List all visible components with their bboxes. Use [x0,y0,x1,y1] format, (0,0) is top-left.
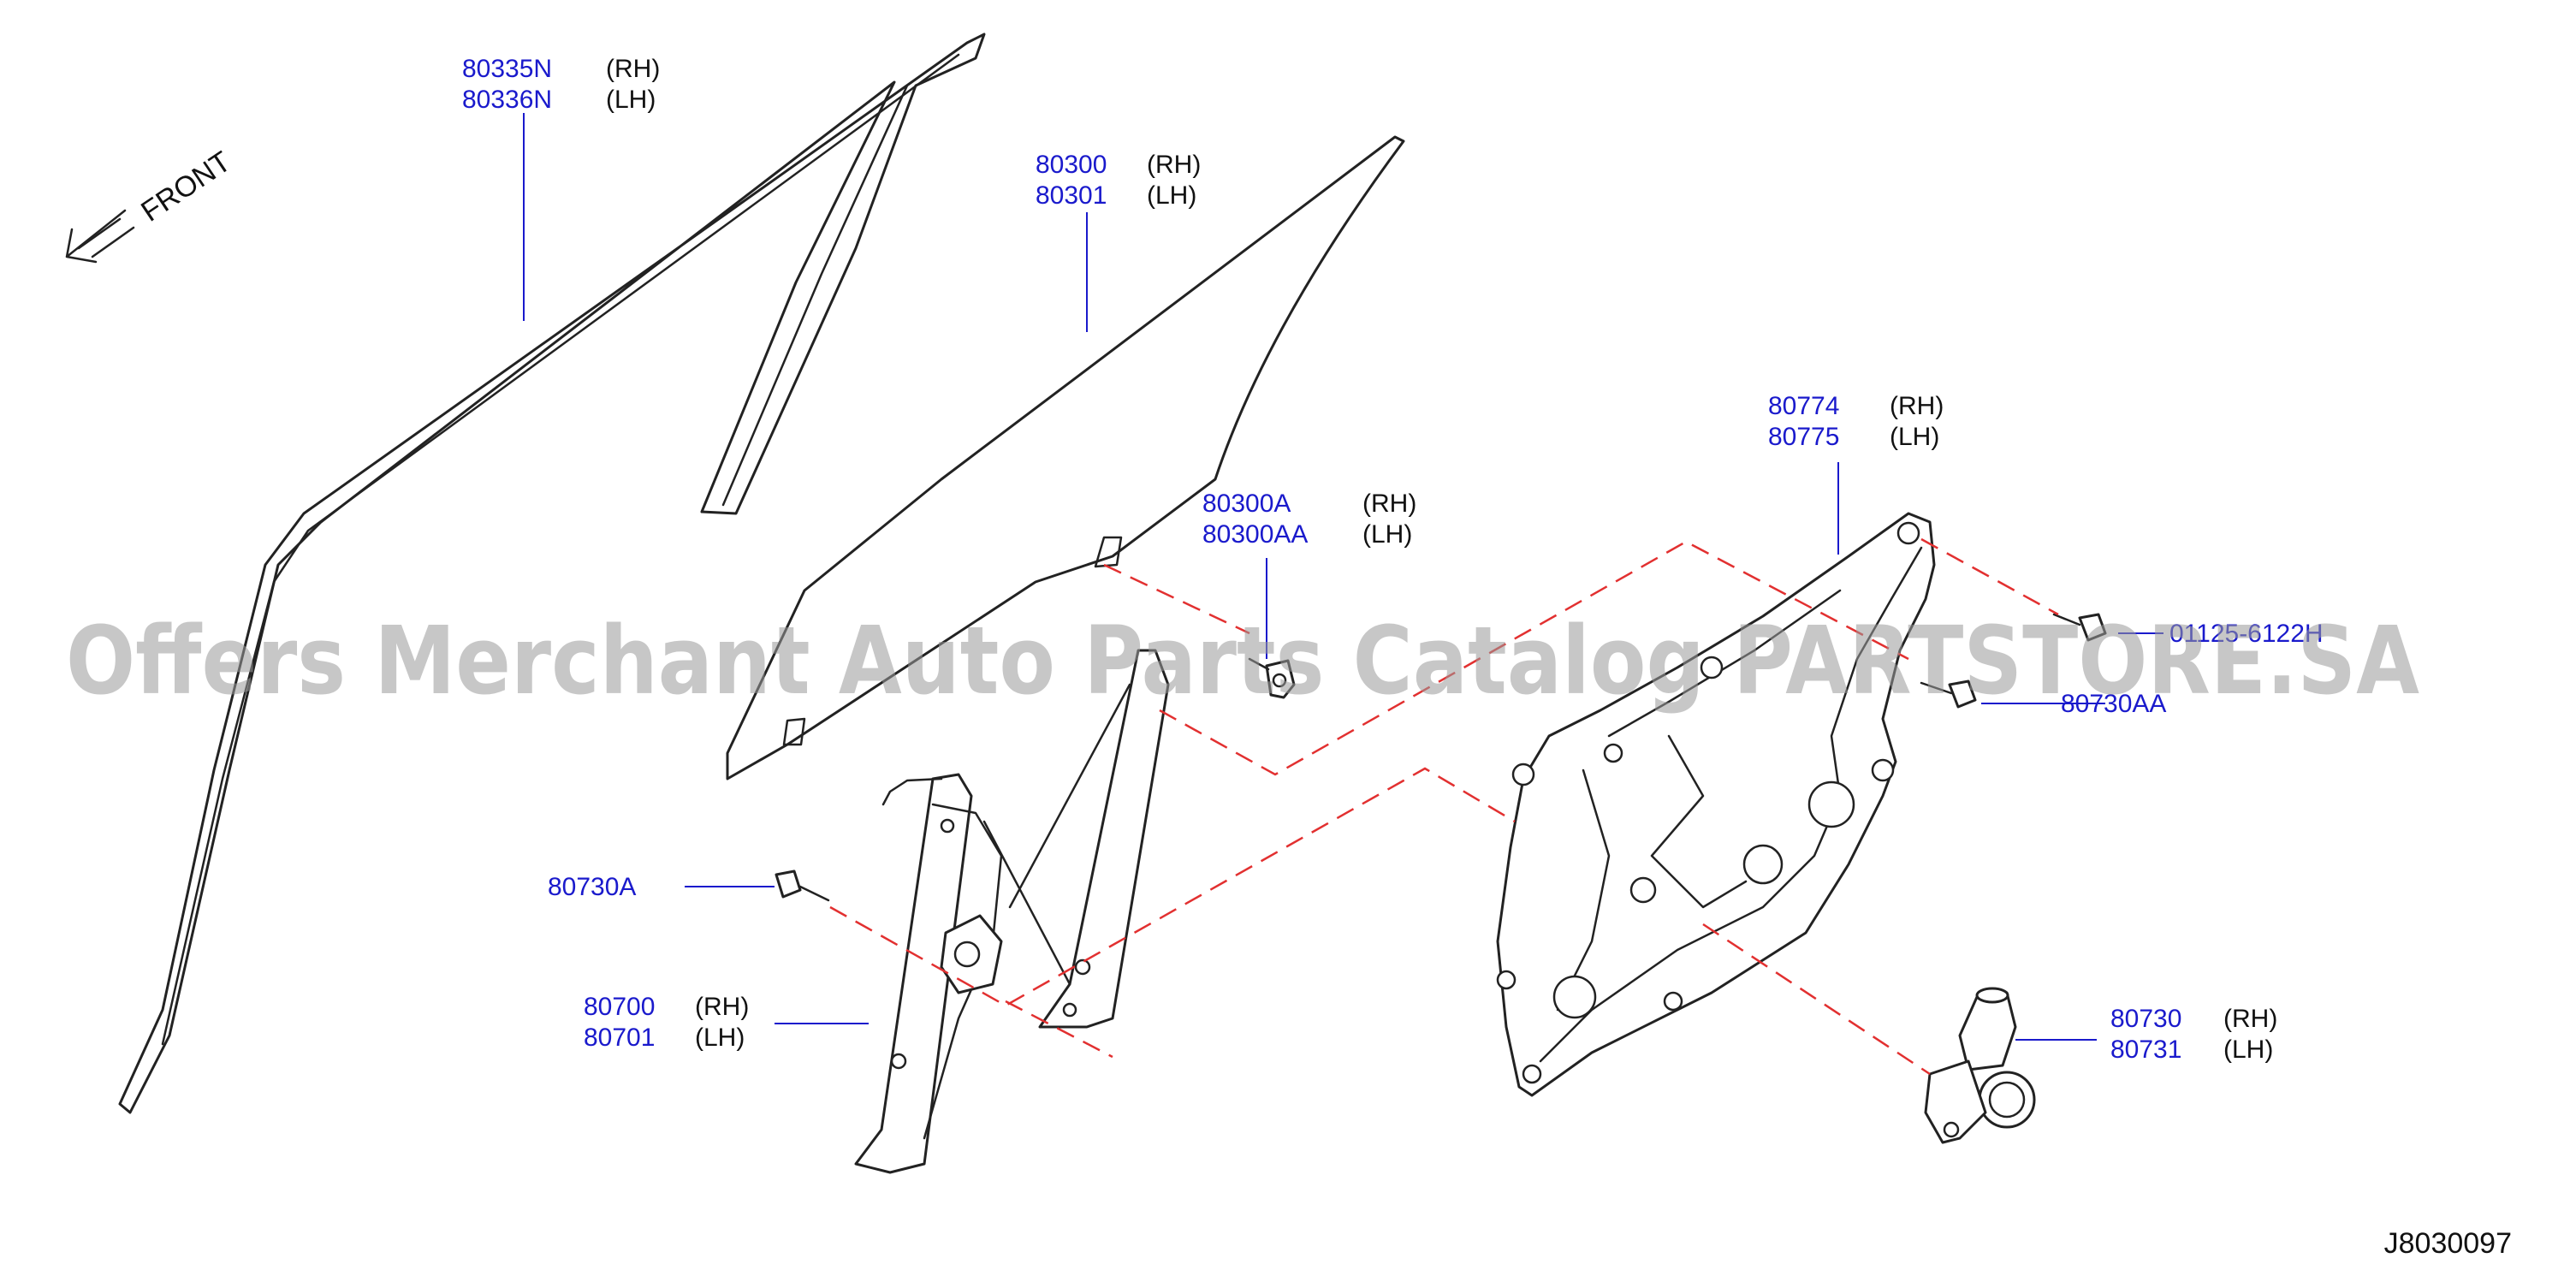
window-regulator [854,649,1170,1174]
callout-glass-lh: 80301 [1036,181,1107,210]
watermark: Offers Merchant Auto Parts Catalog PARTS… [66,606,2419,715]
callout-sash-rh-side: (RH) [606,55,660,83]
callout-regulator-lh-side: (LH) [695,1024,745,1052]
callout-module-lh: 80775 [1768,423,1839,451]
callout-motor-rh: 80730 [2110,1005,2181,1033]
diagram-code: J8030097 [2384,1227,2512,1260]
callout-glass-lh-side: (LH) [1147,181,1196,210]
leader-lines [523,113,2163,1041]
callout-sash-lh-side: (LH) [606,86,656,114]
callout-bolt-top: 01125-6122H [2169,620,2324,648]
glass-clip [1248,657,1296,699]
callout-module-rh-side: (RH) [1890,392,1944,420]
callout-sash-rh: 80335N [462,55,552,83]
callout-regulator-rh-side: (RH) [695,993,749,1021]
callout-bolt-mid: 80730AA [2061,690,2166,718]
door-sash [118,33,986,1114]
door-module-panel [1496,512,1936,1097]
front-label: FRONT [135,145,236,228]
callout-glass-clip-rh: 80300A [1202,490,1291,518]
callout-motor-rh-side: (RH) [2223,1005,2277,1033]
assembly-lines [829,537,2059,1076]
callout-glass-rh-side: (RH) [1147,151,1201,179]
bolt-left [775,869,830,902]
window-motor [1924,987,2036,1144]
callout-glass-clip-rh-side: (RH) [1362,490,1416,518]
callout-glass-clip-lh: 80300AA [1202,520,1308,549]
bolt-mid [1920,680,1977,709]
front-arrow-icon [65,209,135,264]
callout-regulator-lh: 80701 [584,1024,655,1052]
bolt-top [2052,613,2107,642]
callout-module-rh: 80774 [1768,392,1839,420]
callout-module-lh-side: (LH) [1890,423,1939,451]
callout-motor-lh: 80731 [2110,1036,2181,1064]
callout-glass-rh: 80300 [1036,151,1107,179]
door-glass [726,135,1405,780]
callout-motor-lh-side: (LH) [2223,1036,2273,1064]
callout-bolt-left: 80730A [548,873,636,901]
callout-glass-clip-lh-side: (LH) [1362,520,1412,549]
callout-sash-lh: 80336N [462,86,552,114]
callout-regulator-rh: 80700 [584,993,655,1021]
